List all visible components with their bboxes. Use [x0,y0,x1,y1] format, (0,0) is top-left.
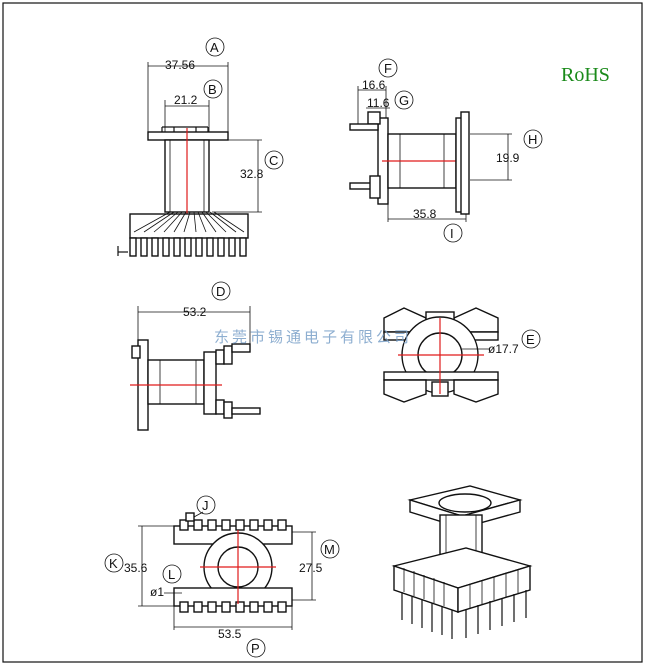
callout-a-label: A [210,40,219,55]
callout-d-label: D [216,284,225,299]
rohs-mark: RoHS [561,64,610,86]
callout-g-label: G [399,93,409,108]
callout-e-label: E [526,332,535,347]
view-front: 37.56 A 21.2 B 32.8 C [117,37,284,257]
callout-f-label: F [384,61,392,76]
callout-j-label: J [202,498,209,513]
callout-l-label: L [168,567,175,582]
callout-m-label: M [324,542,335,557]
callout-a [205,37,225,57]
dim-c-value: 32.8 [240,167,264,181]
callout-g [394,90,414,110]
dim-e-value: ø17.7 [488,342,519,356]
dim-h-value: 19.9 [496,151,520,165]
callout-h-label: H [528,132,537,147]
dim-p-value: 53.5 [218,627,242,641]
dim-l-value: ø1 [150,585,164,599]
callout-k [104,553,124,573]
dim-d-value: 53.2 [183,305,207,319]
callout-c [264,150,284,170]
callout-k-label: K [109,556,118,571]
callout-h [523,129,543,149]
callout-i [443,223,463,243]
callout-p [246,638,266,658]
dim-i-value: 35.8 [413,207,437,221]
dim-b-value: 21.2 [174,93,198,107]
callout-b-label: B [208,82,217,97]
callout-l [162,564,182,584]
view-bottom: J 35.6 K ø1 L 27.5 M 53.5 P [104,495,340,658]
dim-f-value: 16.6 [362,78,386,92]
callout-f [378,58,398,78]
callout-m [320,539,340,559]
view-isometric [391,485,533,639]
callout-b [203,79,223,99]
callout-i-label: I [450,226,454,241]
callout-d [211,281,231,301]
dim-k-value: 35.6 [124,561,148,575]
dim-a-value: 37.56 [165,58,195,72]
watermark: 东莞市锡通电子有限公司 [214,328,412,346]
callout-p-label: P [251,641,260,656]
callout-c-label: C [269,153,278,168]
view-side-d: 53.2 D [130,281,261,431]
callout-j [196,495,216,515]
callout-e [521,329,541,349]
view-side: 16.6 F 11.6 G 19.9 H 35.8 I [349,58,543,243]
view-top-e: ø17.7 E [383,307,541,403]
dim-m-value: 27.5 [299,561,323,575]
dim-g-value: 11.6 [367,96,390,110]
